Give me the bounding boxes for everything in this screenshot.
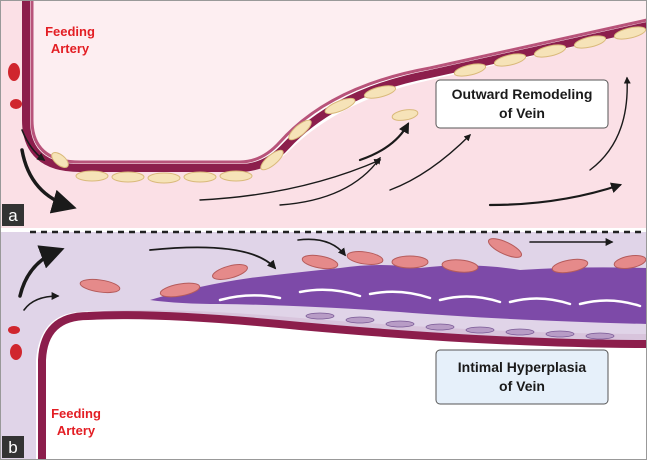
- panel-b-title-line1: Intimal Hyperplasia: [458, 359, 587, 375]
- panel-a-letter: a: [8, 206, 18, 225]
- panel-a-feeding-label-line1: Feeding: [45, 24, 95, 39]
- panel-b: Intimal Hyperplasia of Vein Feeding Arte…: [0, 232, 647, 460]
- panel-a: Outward Remodeling of Vein Feeding Arter…: [0, 0, 647, 228]
- panel-b-feeding-label-line2: Artery: [57, 423, 96, 438]
- panel-b-letter: b: [8, 438, 17, 457]
- panel-b-title-line2: of Vein: [499, 378, 545, 394]
- panel-a-title-line2: of Vein: [499, 105, 545, 121]
- panel-a-feeding-label-line2: Artery: [51, 41, 90, 56]
- panel-b-feeding-label-line1: Feeding: [51, 406, 101, 421]
- panel-a-title-line1: Outward Remodeling: [452, 86, 593, 102]
